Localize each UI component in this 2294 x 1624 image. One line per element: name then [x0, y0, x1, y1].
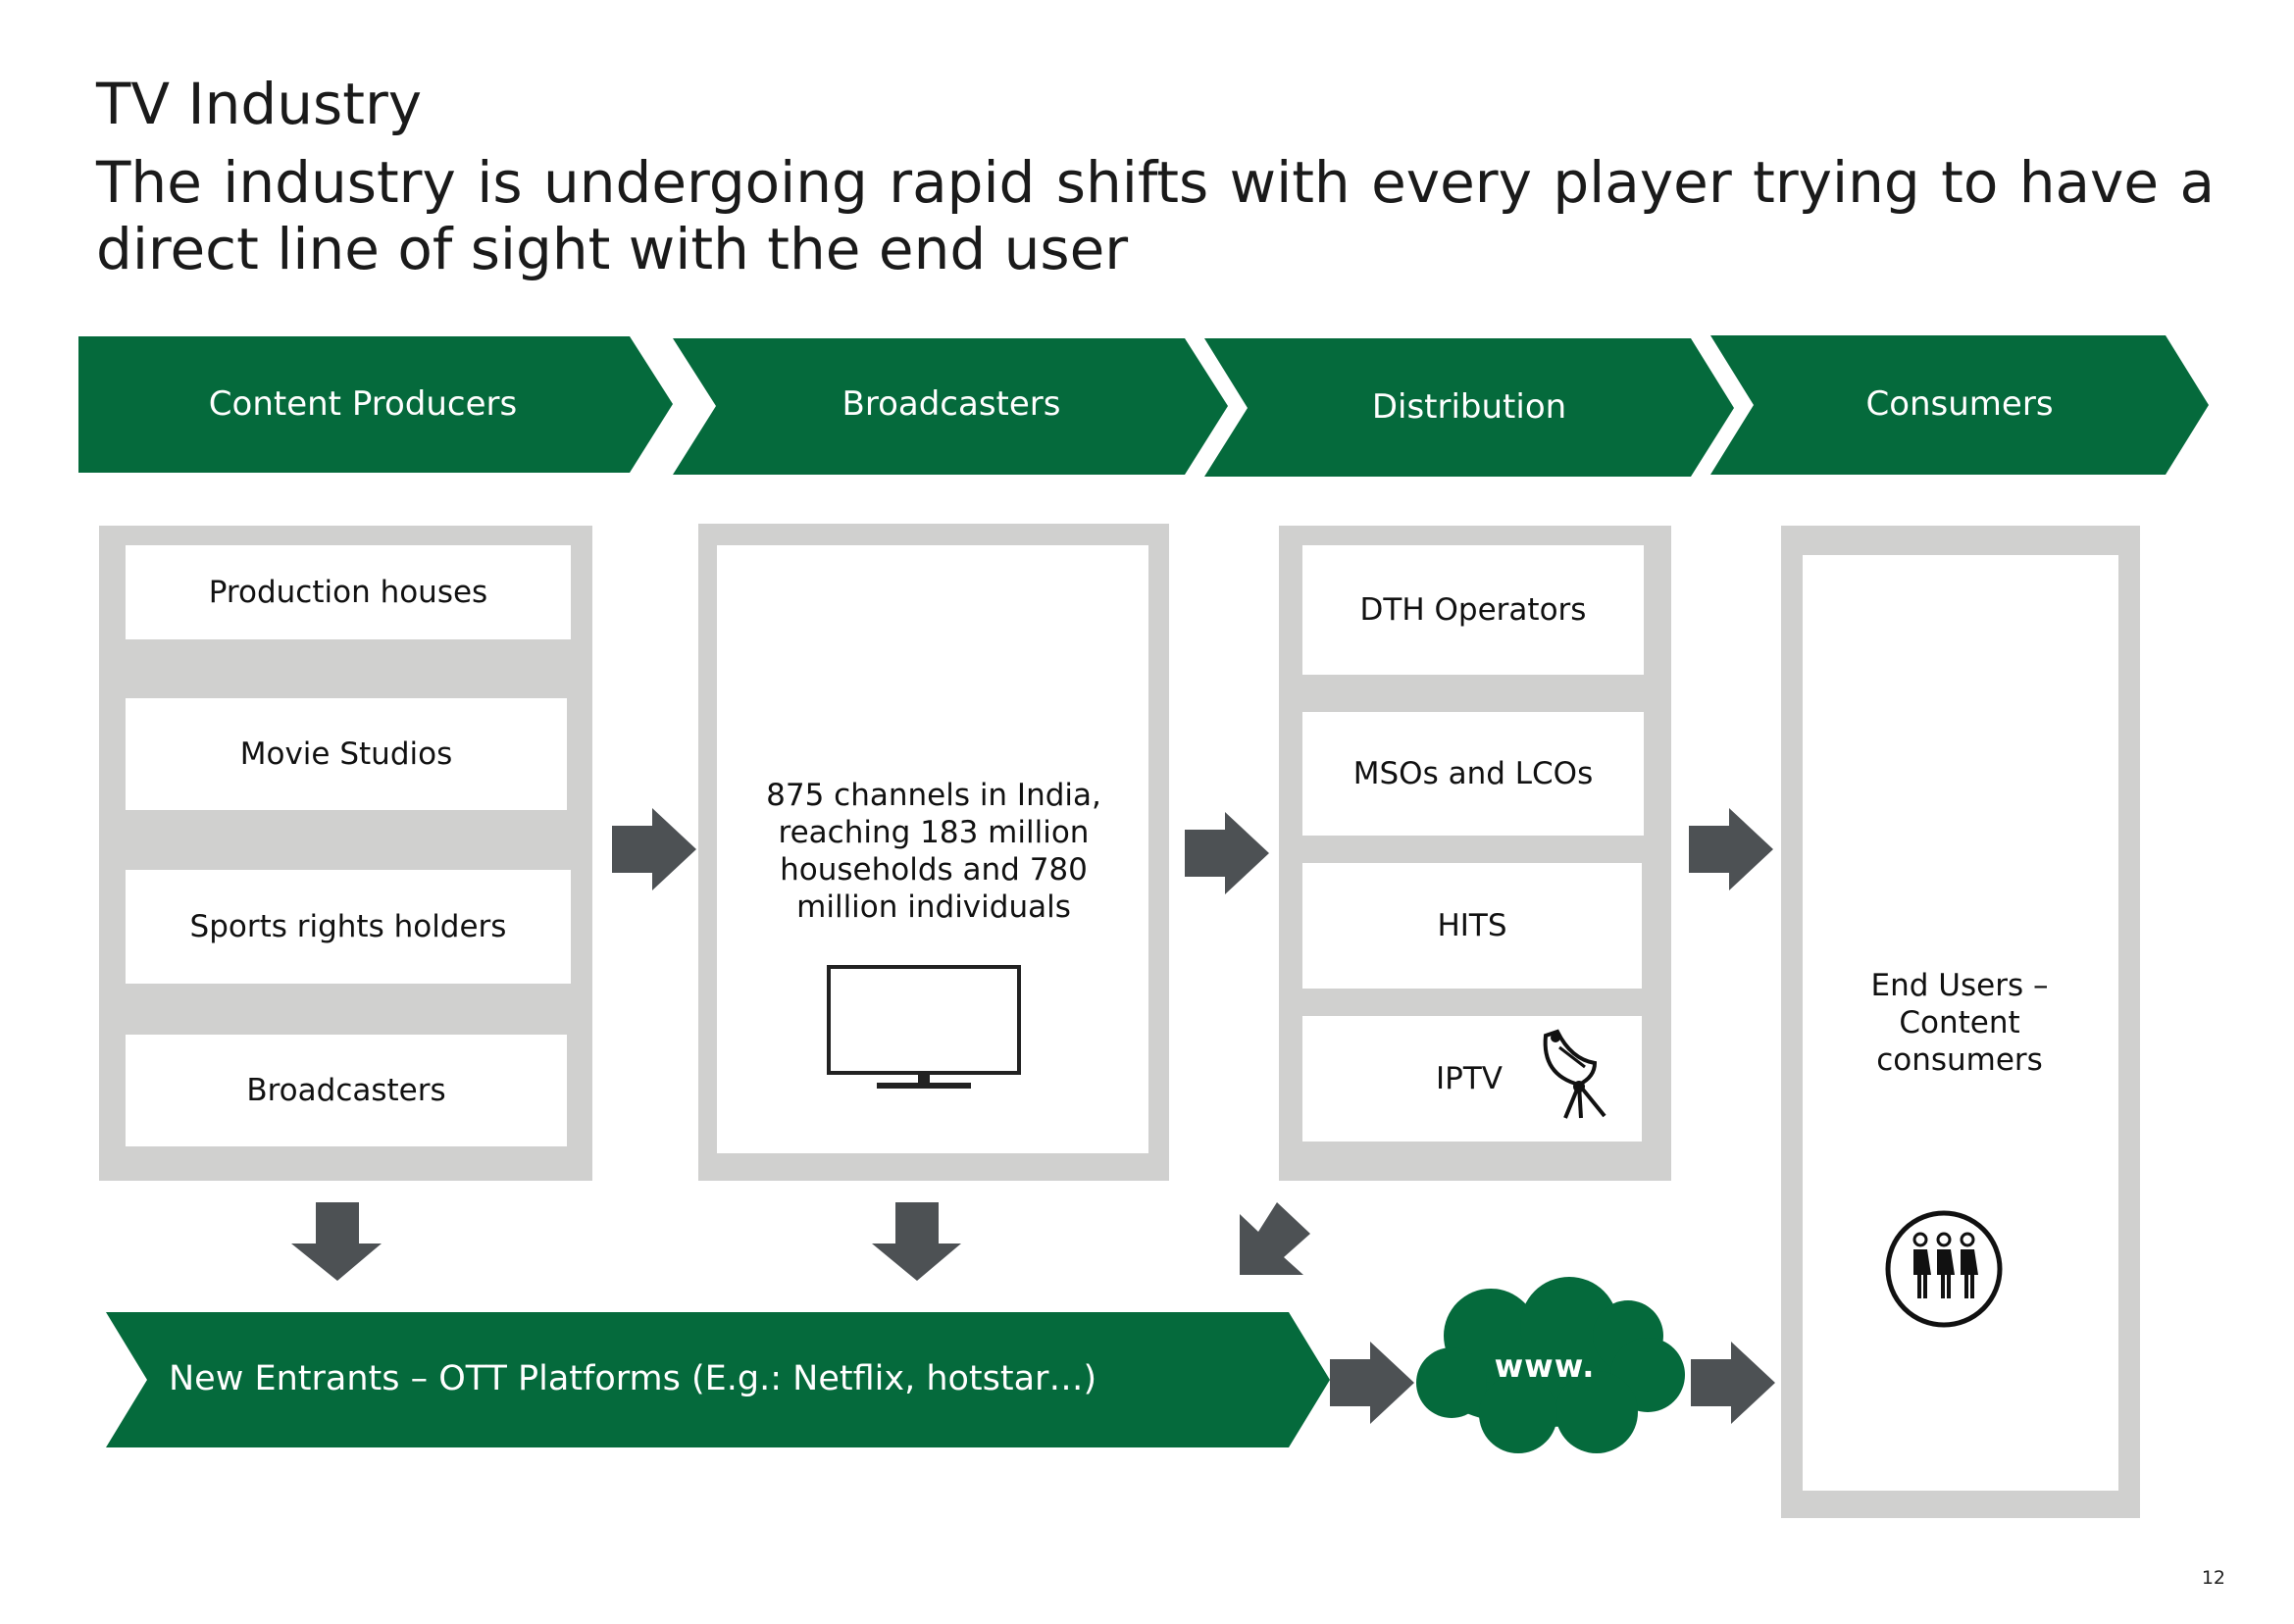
- chevron-label-content-producers: Content Producers: [208, 384, 518, 424]
- chevron-distribution: [1204, 338, 1734, 477]
- cloud-icon: [1416, 1277, 1685, 1453]
- distribution-card-label: IPTV: [1436, 1061, 1503, 1096]
- television-icon: [827, 965, 1021, 1089]
- people-icon: [1885, 1210, 2003, 1328]
- chevron-label-distribution: Distribution: [1371, 387, 1567, 427]
- producer-card: Production houses: [126, 545, 571, 639]
- distribution-card: DTH Operators: [1302, 545, 1644, 675]
- page-number: 12: [2201, 1567, 2225, 1589]
- satellite-dish-icon: [1543, 1029, 1606, 1119]
- distribution-card: HITS: [1302, 863, 1642, 989]
- producer-card: Movie Studios: [126, 698, 567, 810]
- chevron-label-broadcasters: Broadcasters: [841, 384, 1061, 424]
- chevron-broadcasters: [673, 338, 1228, 475]
- consumers-label: End Users – Content consumers: [1870, 968, 2049, 1078]
- ott-banner-label: New Entrants – OTT Platforms (E.g.: Netf…: [169, 1359, 1097, 1398]
- cloud-label: www.: [1494, 1347, 1596, 1385]
- arrow-diagonal-icon: [1240, 1202, 1310, 1275]
- arrow-right-icon: [612, 808, 696, 890]
- chevron-content-producers: [78, 336, 673, 473]
- arrow-down-icon: [291, 1202, 382, 1281]
- page-subtitle: The industry is undergoing rapid shifts …: [96, 149, 2215, 282]
- consumers-card: [1803, 555, 2118, 1491]
- producer-card: Broadcasters: [126, 1035, 567, 1146]
- page-title: TV Industry: [96, 71, 423, 137]
- broadcasters-description: 875 channels in India, reaching 183 mill…: [766, 778, 1101, 925]
- arrow-right-icon: [1185, 812, 1269, 894]
- arrow-right-icon: [1689, 808, 1773, 890]
- arrow-down-icon: [872, 1202, 961, 1281]
- arrow-right-icon: [1691, 1342, 1775, 1424]
- ott-banner: [106, 1312, 1330, 1447]
- chevron-label-consumers: Consumers: [1865, 384, 2054, 424]
- chevron-consumers: [1710, 335, 2209, 475]
- producer-card: Sports rights holders: [126, 870, 571, 984]
- distribution-card: MSOs and LCOs: [1302, 712, 1644, 836]
- arrow-right-icon: [1330, 1342, 1414, 1424]
